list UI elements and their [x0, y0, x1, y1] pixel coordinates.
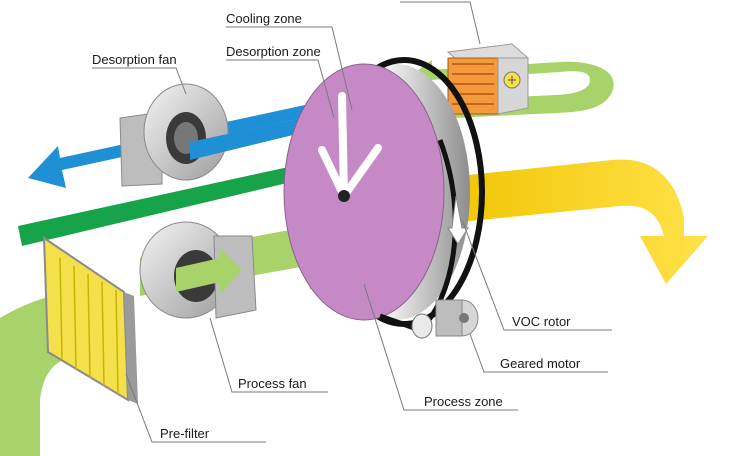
leader-process-fan [209, 317, 328, 393]
label-desorption-fan: Desorption fan [92, 52, 177, 67]
rotor-icon [283, 57, 485, 327]
label-pre-filter: Pre-filter [160, 426, 210, 441]
filter-icon [42, 236, 138, 404]
leader-voc-rotor [461, 219, 612, 331]
leader-desorption-fan [92, 67, 187, 95]
label-process-fan: Process fan [238, 376, 307, 391]
label-geared-motor: Geared motor [500, 356, 581, 371]
desorption-feed-arrow [18, 132, 372, 246]
leader-cooling-zone [226, 26, 353, 111]
motor-icon [411, 299, 479, 339]
label-desorption-zone: Desorption zone [226, 44, 321, 59]
leader-pre-filter [125, 373, 266, 443]
heater-icon [446, 43, 530, 115]
clean-air-arrow [440, 159, 708, 284]
fan-icon [119, 83, 229, 187]
leader-heater [400, 1, 481, 45]
label-process-zone: Process zone [424, 394, 503, 409]
label-cooling-zone: Cooling zone [226, 11, 302, 26]
process-air-arrow-front [176, 248, 242, 294]
desorption-exhaust-arrow-front [190, 112, 330, 160]
leader-desorption-zone [226, 59, 335, 119]
leader-process-zone [363, 283, 518, 411]
rotation-arrow [447, 195, 469, 245]
label-voc-rotor: VOC rotor [512, 314, 571, 329]
leader-geared-motor [469, 333, 608, 373]
zone-divider [318, 92, 382, 200]
